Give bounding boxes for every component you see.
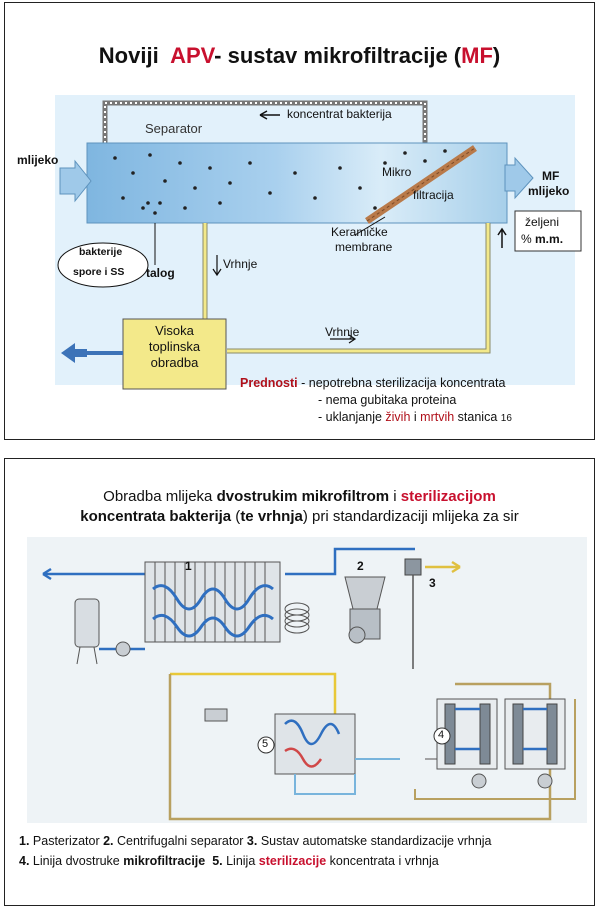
slide1-title: Noviji APV- sustav mikrofiltracije (MF) [98, 43, 501, 68]
bacteria-particles [113, 149, 447, 215]
label-2: 2 [357, 559, 364, 573]
page-number: 16 [500, 413, 512, 424]
micro-label: Mikro [382, 165, 412, 179]
milk-inlet-label: mlijeko [17, 153, 59, 167]
plant-schematic [27, 537, 587, 823]
ceramic-label: Keramičke [331, 225, 388, 239]
storage-tank [74, 598, 100, 648]
apv-process-diagram [55, 95, 582, 390]
slide-apv-microfiltration: Noviji APV- sustav mikrofiltracije (MF) [4, 2, 595, 440]
bacteria-label: bakterije [79, 246, 123, 258]
mf-milk-outlet-arrow-icon [504, 156, 534, 200]
mf-milk-label: mlijeko [528, 184, 570, 198]
cream-label-1: Vrhnje [223, 257, 258, 271]
separator-label: Separator [145, 121, 203, 136]
mf-label: MF [542, 169, 560, 183]
sediment-label: talog [146, 266, 175, 280]
legend-row-1: 1. Pasterizator 2. Centrifugalni separat… [19, 834, 492, 848]
desired-fat-box [514, 210, 582, 252]
pasteurizer [144, 561, 281, 643]
up-arrow-icon [497, 227, 507, 248]
slide2-title: Obradba mlijeka dvostrukim mikrofiltrom … [80, 488, 519, 525]
label-4: 4 [438, 729, 445, 741]
concentrate-line [168, 674, 552, 821]
filtration-label: filtracija [413, 188, 454, 202]
spores-label: spore i SS [73, 266, 125, 278]
membrane-label: membrane [335, 240, 393, 254]
label-5: 5 [262, 738, 269, 750]
heat-outlet-arrow-icon [61, 343, 87, 363]
cream-down-arrow-icon [212, 255, 222, 277]
number-circle-4 [433, 727, 451, 745]
cream-right-arrow-icon [330, 334, 357, 344]
advantage-item-2: - nema gubitaka proteina [318, 393, 457, 407]
heat-treatment-label: Visoka toplinska obradba [148, 323, 201, 370]
legend: 1. Pasterizator 2. Centrifugalni separat… [19, 831, 492, 871]
standardization-unit [404, 558, 422, 576]
milk-inlet-arrow-icon [59, 159, 92, 203]
heat-treatment-box [122, 318, 227, 390]
number-circle-5 [257, 736, 275, 754]
advantages-list: Prednosti - nepotrebna sterilizacija kon… [240, 375, 512, 427]
schematic-background [27, 537, 587, 823]
pump-icon [115, 641, 131, 657]
slide-double-microfiltration: Obradba mlijeka dvostrukim mikrofiltrom … [4, 458, 595, 906]
milk-out-arrow-icon [42, 567, 52, 581]
advantage-item-1: Prednosti - nepotrebna sterilizacija kon… [240, 376, 506, 390]
bacteria-spore-ellipse [57, 242, 149, 288]
cream-out-arrow-icon [451, 560, 461, 574]
microfiltration-line [436, 698, 566, 789]
coil [284, 602, 310, 634]
legend-row-2: 4. Linija dvostruke mikrofiltracije 5. L… [19, 854, 439, 868]
desired-label: željeni [525, 215, 560, 229]
advantage-item-3: - uklanjanje živih i mrtvih stanica 16 [318, 410, 512, 424]
concentrate-label: koncentrat bakterija [287, 107, 392, 121]
fat-label: % m.m. [521, 232, 564, 246]
label-3: 3 [429, 576, 436, 590]
cream-label-2: Vrhnje [325, 325, 360, 339]
sterilization-line [204, 708, 400, 795]
label-1: 1 [185, 559, 192, 573]
cream-line [170, 672, 337, 719]
